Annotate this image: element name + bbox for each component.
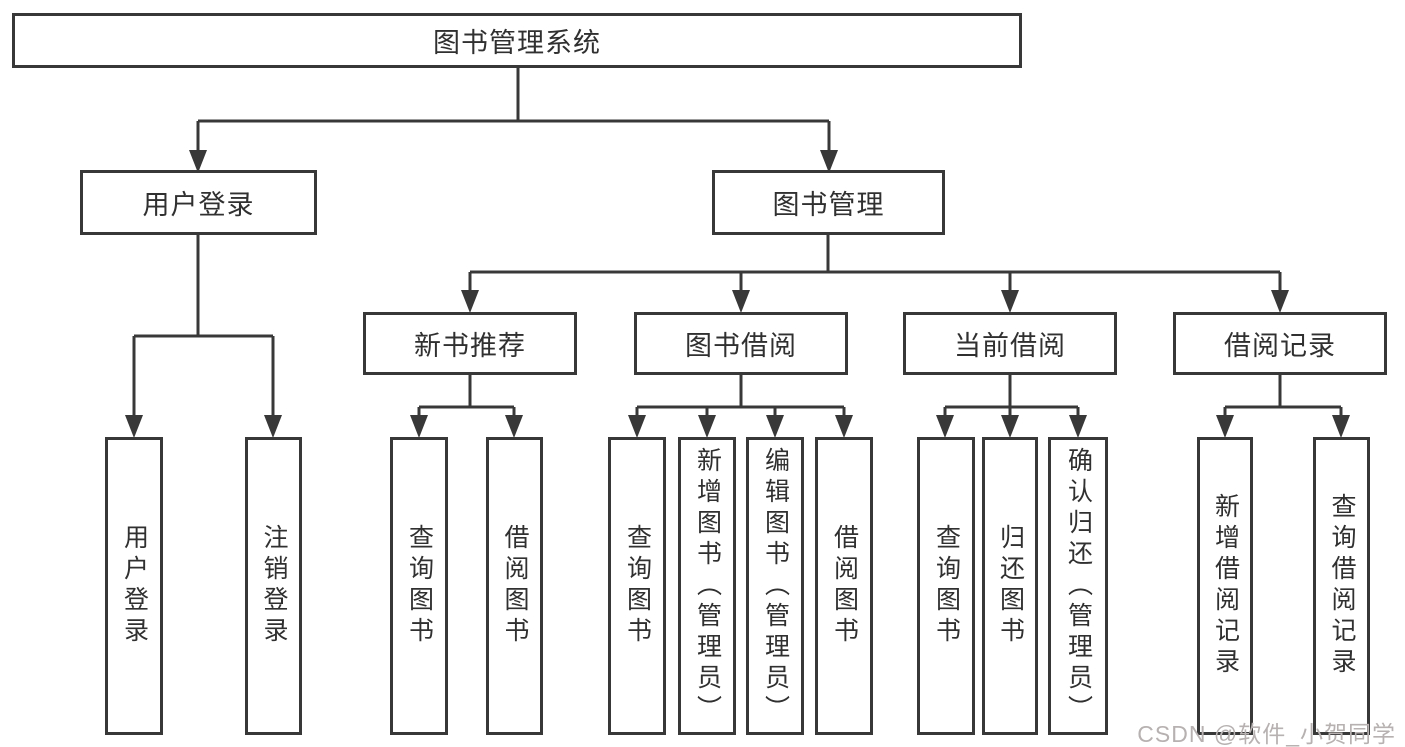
connector-new-book-split xyxy=(417,375,516,418)
csdn-watermark: CSDN @软件_小贺同学 xyxy=(1137,721,1396,747)
leaf-borrow-books-2: 借阅图书 xyxy=(815,437,873,735)
arrow-down-icon xyxy=(835,415,853,438)
connector-user-login-split xyxy=(132,235,275,417)
leaf-label: 确认归还（管理员） xyxy=(1064,446,1093,726)
connector-root-split xyxy=(196,68,831,152)
leaf-confirm-return-admin: 确认归还（管理员） xyxy=(1048,437,1108,735)
connector-current-borrow-split xyxy=(943,375,1080,418)
node-label: 借阅记录 xyxy=(1224,331,1336,361)
leaf-label: 查询图书 xyxy=(405,524,434,648)
leaf-logout: 注销登录 xyxy=(245,437,302,735)
leaf-label: 查询图书 xyxy=(932,524,961,648)
node-book-borrow: 图书借阅 xyxy=(634,312,848,375)
leaf-borrow-books-1: 借阅图书 xyxy=(486,437,543,735)
leaf-label: 查询借阅记录 xyxy=(1328,493,1356,679)
arrow-down-icon xyxy=(1271,290,1289,313)
leaf-label: 借阅图书 xyxy=(830,524,859,648)
leaf-label: 编辑图书（管理员） xyxy=(761,446,790,726)
leaf-label: 用户登录 xyxy=(120,524,149,648)
leaf-label: 新增借阅记录 xyxy=(1211,493,1240,679)
node-user-login: 用户登录 xyxy=(80,170,317,235)
arrow-down-icon xyxy=(1001,290,1019,313)
node-label: 图书管理 xyxy=(772,190,885,220)
leaf-label: 查询图书 xyxy=(623,524,652,648)
leaf-label: 借阅图书 xyxy=(501,524,529,648)
arrow-down-icon xyxy=(1332,415,1350,438)
arrow-down-icon xyxy=(410,415,428,438)
arrow-down-icon xyxy=(628,415,646,438)
leaf-add-borrow-record: 新增借阅记录 xyxy=(1197,437,1253,735)
leaf-query-books-1: 查询图书 xyxy=(390,437,448,735)
arrow-down-icon xyxy=(732,290,750,313)
leaf-label: 注销登录 xyxy=(260,524,288,648)
node-label: 新书推荐 xyxy=(414,331,526,361)
arrow-down-icon xyxy=(1216,415,1234,438)
node-label: 图书管理系统 xyxy=(433,28,601,58)
arrow-down-icon xyxy=(461,290,479,313)
node-new-book-recommend: 新书推荐 xyxy=(363,312,577,375)
node-label: 当前借阅 xyxy=(954,331,1066,361)
leaf-query-books-3: 查询图书 xyxy=(917,437,975,735)
leaf-label: 新增图书（管理员） xyxy=(693,446,722,726)
connector-borrow-records-split xyxy=(1223,375,1343,418)
arrow-down-icon xyxy=(1069,415,1087,438)
node-borrow-records: 借阅记录 xyxy=(1173,312,1387,375)
connector-book-borrow-split xyxy=(635,375,846,418)
leaf-edit-books-admin: 编辑图书（管理员） xyxy=(746,437,804,735)
node-library-system: 图书管理系统 xyxy=(12,13,1022,68)
arrowheads xyxy=(125,150,1350,438)
node-current-borrow: 当前借阅 xyxy=(903,312,1117,375)
arrow-down-icon xyxy=(1001,415,1019,438)
arrow-down-icon xyxy=(505,415,523,438)
leaf-query-borrow-record: 查询借阅记录 xyxy=(1313,437,1370,735)
arrow-down-icon xyxy=(766,415,784,438)
arrow-down-icon xyxy=(264,415,282,438)
leaf-label: 归还图书 xyxy=(996,524,1025,648)
leaf-add-books-admin: 新增图书（管理员） xyxy=(678,437,736,735)
node-book-management: 图书管理 xyxy=(712,170,945,235)
arrow-down-icon xyxy=(698,415,716,438)
node-label: 用户登录 xyxy=(142,190,255,220)
arrow-down-icon xyxy=(189,150,207,173)
leaf-query-books-2: 查询图书 xyxy=(608,437,666,735)
arrow-down-icon xyxy=(936,415,954,438)
arrow-down-icon xyxy=(125,415,143,438)
arrow-down-icon xyxy=(820,150,838,173)
connector-book-mgmt-split xyxy=(468,235,1282,292)
node-label: 图书借阅 xyxy=(685,331,797,361)
leaf-user-login: 用户登录 xyxy=(105,437,163,735)
leaf-return-books: 归还图书 xyxy=(982,437,1038,735)
